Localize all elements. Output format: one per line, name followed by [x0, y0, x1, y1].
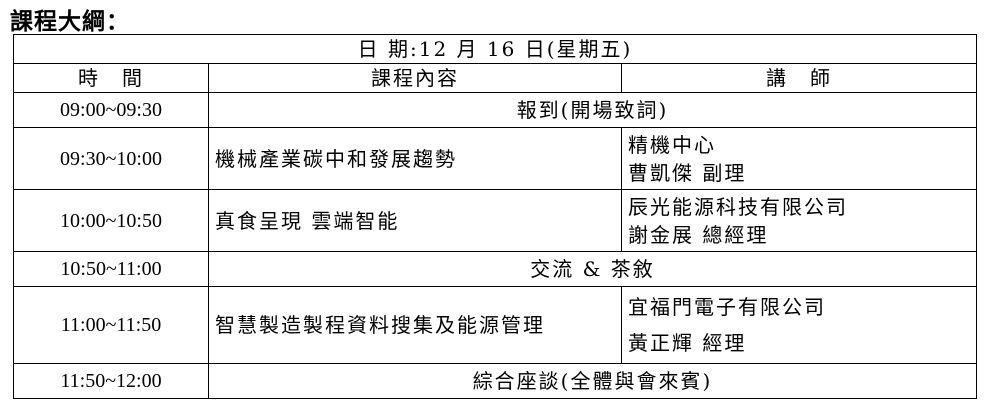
table-row: 10:00~10:50 真食呈現 雲端智能 辰光能源科技有限公司 謝金展 總經理 — [13, 189, 977, 252]
content-cell: 真食呈現 雲端智能 — [208, 189, 622, 252]
content-cell: 智慧製造製程資料搜集及能源管理 — [208, 286, 622, 364]
header-content: 課程內容 — [208, 63, 622, 93]
time-cell: 10:50~11:00 — [13, 251, 209, 287]
speaker-cell: 宜福門電子有限公司 黃正輝 經理 — [621, 286, 977, 364]
date-row: 日 期:12 月 16 日(星期五) — [13, 34, 977, 64]
table-row: 09:00~09:30 報到(開場致詞) — [13, 92, 977, 128]
session-cell: 交流 & 茶敘 — [208, 251, 977, 287]
table-row: 09:30~10:00 機械產業碳中和發展趨勢 精機中心 曹凱傑 副理 — [13, 127, 977, 190]
table-row: 11:00~11:50 智慧製造製程資料搜集及能源管理 宜福門電子有限公司 黃正… — [13, 286, 977, 364]
agenda-table: 日 期:12 月 16 日(星期五) 時 間 課程內容 講 師 09:00~09… — [13, 34, 977, 399]
header-time: 時 間 — [13, 63, 209, 93]
speaker-org: 辰光能源科技有限公司 — [628, 194, 848, 219]
header-speaker: 講 師 — [621, 63, 977, 93]
speaker-org: 精機中心 — [628, 132, 716, 157]
speaker-cell: 精機中心 曹凱傑 副理 — [621, 127, 977, 190]
time-cell: 11:50~12:00 — [13, 363, 209, 399]
speaker-person: 謝金展 總經理 — [628, 222, 769, 247]
speaker-person: 曹凱傑 副理 — [628, 160, 747, 185]
table-row: 11:50~12:00 綜合座談(全體與會來賓) — [13, 363, 977, 399]
table-row: 10:50~11:00 交流 & 茶敘 — [13, 251, 977, 287]
speaker-person: 黃正輝 經理 — [628, 331, 747, 355]
time-cell: 09:00~09:30 — [13, 92, 209, 128]
content-cell: 機械產業碳中和發展趨勢 — [208, 127, 622, 190]
time-cell: 10:00~10:50 — [13, 189, 209, 252]
session-cell: 報到(開場致詞) — [208, 92, 977, 128]
time-cell: 11:00~11:50 — [13, 286, 209, 364]
speaker-org: 宜福門電子有限公司 — [628, 295, 826, 319]
header-row: 時 間 課程內容 講 師 — [13, 63, 977, 93]
page-title: 課程大綱： — [10, 8, 130, 35]
speaker-cell: 辰光能源科技有限公司 謝金展 總經理 — [621, 189, 977, 252]
time-cell: 09:30~10:00 — [13, 127, 209, 190]
session-cell: 綜合座談(全體與會來賓) — [208, 363, 977, 399]
date-cell: 日 期:12 月 16 日(星期五) — [13, 34, 977, 64]
